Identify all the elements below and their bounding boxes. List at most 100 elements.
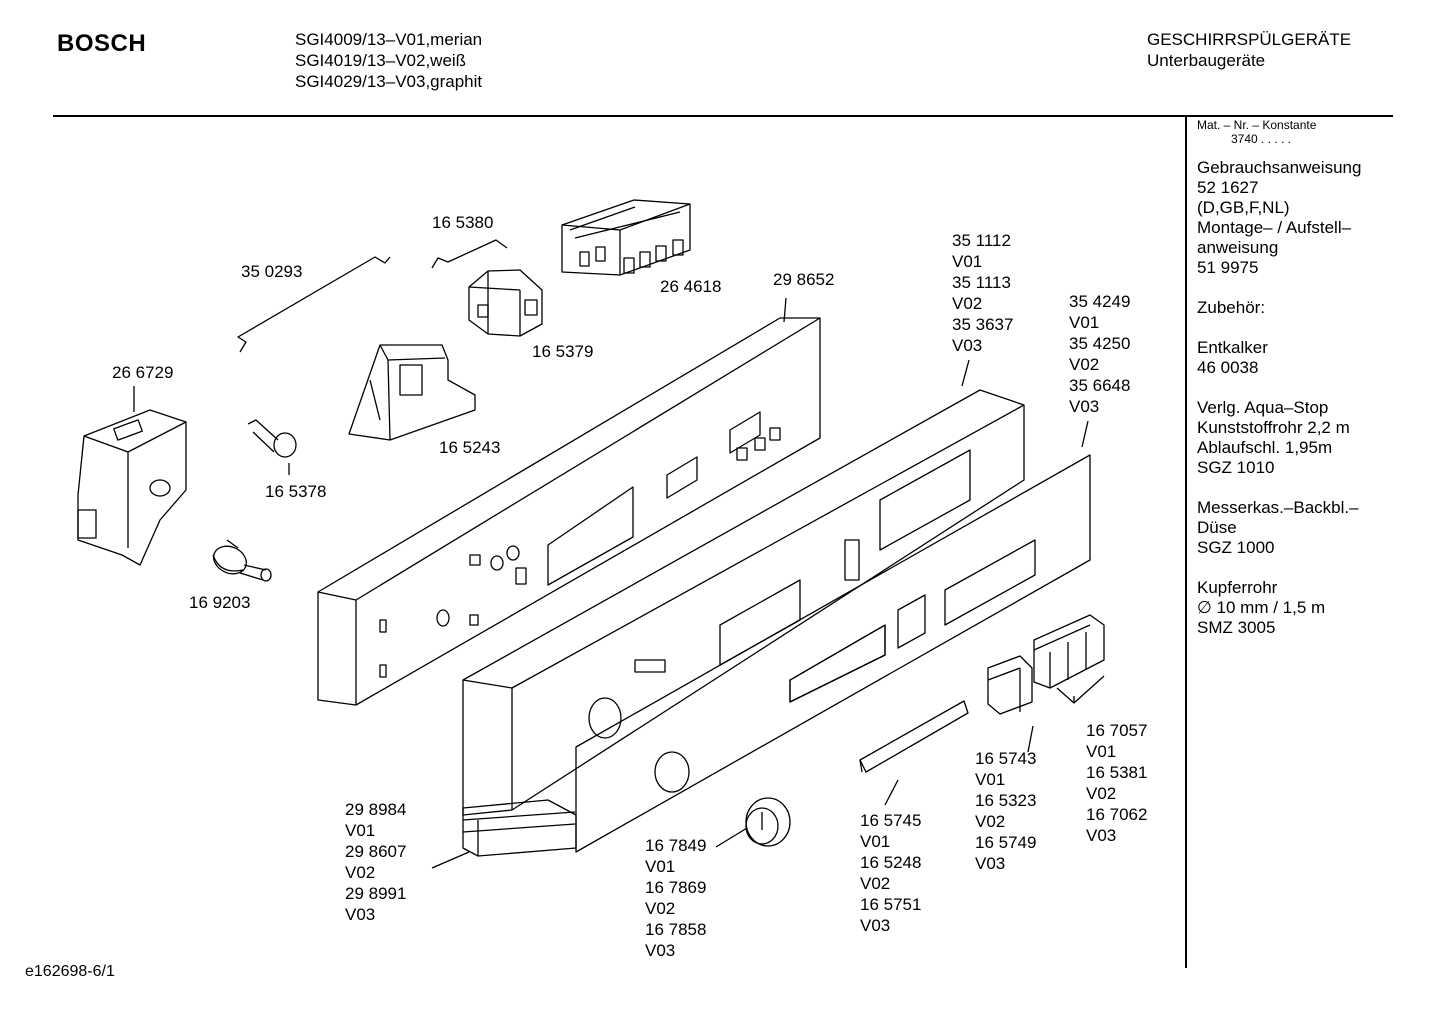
base-strips <box>462 799 577 857</box>
bracket-part <box>348 344 476 441</box>
part-number: 16 5248 <box>860 853 922 872</box>
part-label-group: 16 7057 V01 16 5381 V02 16 7062 V03 <box>1086 720 1147 846</box>
category-line: GESCHIRRSPÜLGERÄTE <box>1147 30 1352 49</box>
part-label-group: 35 1112 V01 35 1113 V02 35 3637 V03 <box>952 230 1013 356</box>
document-code: e162698-6/1 <box>25 963 115 980</box>
variant-code: V03 <box>975 854 1006 873</box>
variant-code: V02 <box>345 863 376 882</box>
sidebar-block: Zubehör: <box>1197 298 1361 318</box>
part-number: 16 7057 <box>1086 721 1148 740</box>
timer-part <box>77 409 187 566</box>
brand-logo: BOSCH <box>57 30 147 57</box>
part-label: 26 4618 <box>660 277 722 296</box>
part-label-group: 29 8984 V01 29 8607 V02 29 8991 V03 <box>345 799 406 925</box>
variant-code: V03 <box>860 916 891 935</box>
part-number: 35 1113 <box>952 273 1011 292</box>
part-number: 29 8984 <box>345 800 407 819</box>
wire-part <box>237 256 391 353</box>
part-number: 16 5323 <box>975 791 1037 810</box>
part-number: 16 7062 <box>1086 805 1148 824</box>
sidebar-line: 46 0038 <box>1197 358 1259 377</box>
part-number: 16 5751 <box>860 895 922 914</box>
part-number: 29 8607 <box>345 842 407 861</box>
category-title: GESCHIRRSPÜLGERÄTE Unterbaugeräte <box>1147 29 1351 71</box>
variant-code: V01 <box>345 821 376 840</box>
konstante-label: Mat. – Nr. – Konstante <box>1197 118 1317 132</box>
part-number: 16 5745 <box>860 811 922 830</box>
category-line: Unterbaugeräte <box>1147 51 1266 70</box>
variant-code: V02 <box>1069 355 1100 374</box>
part-label: 29 8652 <box>773 270 835 289</box>
sidebar-line: Entkalker <box>1197 338 1268 357</box>
variant-code: V02 <box>860 874 891 893</box>
part-number: 35 3637 <box>952 315 1014 334</box>
variant-code: V01 <box>860 832 891 851</box>
light-strip <box>859 700 969 773</box>
exploded-parts-drawing <box>77 199 1105 869</box>
part-number: 35 4249 <box>1069 292 1131 311</box>
part-number: 16 5381 <box>1086 763 1148 782</box>
fascia-panel <box>462 389 1025 816</box>
part-label-group: 16 7849 V01 16 7869 V02 16 7858 V03 <box>645 835 706 961</box>
sidebar-line: Messerkas.–Backbl.– <box>1197 498 1359 517</box>
sidebar-line: Zubehör: <box>1197 298 1266 317</box>
variant-code: V02 <box>952 294 983 313</box>
variant-code: V03 <box>345 905 376 924</box>
part-number: 16 5749 <box>975 833 1037 852</box>
model-line: SGI4009/13–V01,merian <box>295 30 483 49</box>
model-line: SGI4029/13–V03,graphit <box>295 72 483 91</box>
button-part <box>987 655 1033 715</box>
part-number: 16 7858 <box>645 920 707 939</box>
button-group <box>1033 614 1105 689</box>
part-label: 35 0293 <box>241 262 303 281</box>
part-label-group: 35 4249 V01 35 4250 V02 35 6648 V03 <box>1069 291 1130 417</box>
part-label: 16 9203 <box>189 593 251 612</box>
sidebar-line: (D,GB,F,NL) <box>1197 198 1290 217</box>
sidebar-line: 52 1627 <box>1197 178 1259 197</box>
small-knob-part <box>247 419 297 458</box>
part-number: 16 7849 <box>645 836 707 855</box>
part-label: 26 6729 <box>112 363 174 382</box>
sidebar-line: Montage– / Aufstell– <box>1197 218 1352 237</box>
sidebar-line: Verlg. Aqua–Stop <box>1197 398 1329 417</box>
part-number: 16 5743 <box>975 749 1037 768</box>
sidebar-line: Ablaufschl. 1,95m <box>1197 438 1333 457</box>
part-number: 35 4250 <box>1069 334 1131 353</box>
part-label: 16 5379 <box>532 342 594 361</box>
header-divider <box>53 115 1393 117</box>
sidebar-line: SGZ 1000 <box>1197 538 1275 557</box>
part-label: 16 5380 <box>432 213 494 232</box>
part-number: 35 6648 <box>1069 376 1131 395</box>
variant-code: V03 <box>1069 397 1100 416</box>
variant-code: V02 <box>975 812 1006 831</box>
part-label-group: 16 5743 V01 16 5323 V02 16 5749 V03 <box>975 748 1036 874</box>
model-line: SGI4019/13–V02,weiß <box>295 51 467 70</box>
module-part <box>468 269 543 337</box>
model-list: SGI4009/13–V01,merian SGI4019/13–V02,wei… <box>295 29 482 92</box>
sidebar-line: Kunststoffrohr 2,2 m <box>1197 418 1350 437</box>
sidebar-line: SMZ 3005 <box>1197 618 1276 637</box>
variant-code: V03 <box>952 336 983 355</box>
sidebar-line: ∅ 10 mm / 1,5 m <box>1197 598 1326 617</box>
variant-code: V01 <box>975 770 1006 789</box>
konstante: Mat. – Nr. – Konstante 3740 . . . . . <box>1197 118 1361 146</box>
knob-part <box>212 545 272 582</box>
spring-part <box>431 239 508 269</box>
part-label: 16 5243 <box>439 438 501 457</box>
variant-code: V01 <box>952 252 983 271</box>
variant-code: V01 <box>645 857 676 876</box>
part-label: 16 5378 <box>265 482 327 501</box>
leader-lines <box>133 297 1105 869</box>
sidebar-line: Gebrauchsanweisung <box>1197 158 1362 177</box>
sidebar-line: Kupferrohr <box>1197 578 1278 597</box>
part-number: 35 1112 <box>952 231 1011 250</box>
part-number: 29 8991 <box>345 884 407 903</box>
panel-frame <box>317 317 821 706</box>
sidebar-line: SGZ 1010 <box>1197 458 1275 477</box>
variant-code: V02 <box>1086 784 1117 803</box>
